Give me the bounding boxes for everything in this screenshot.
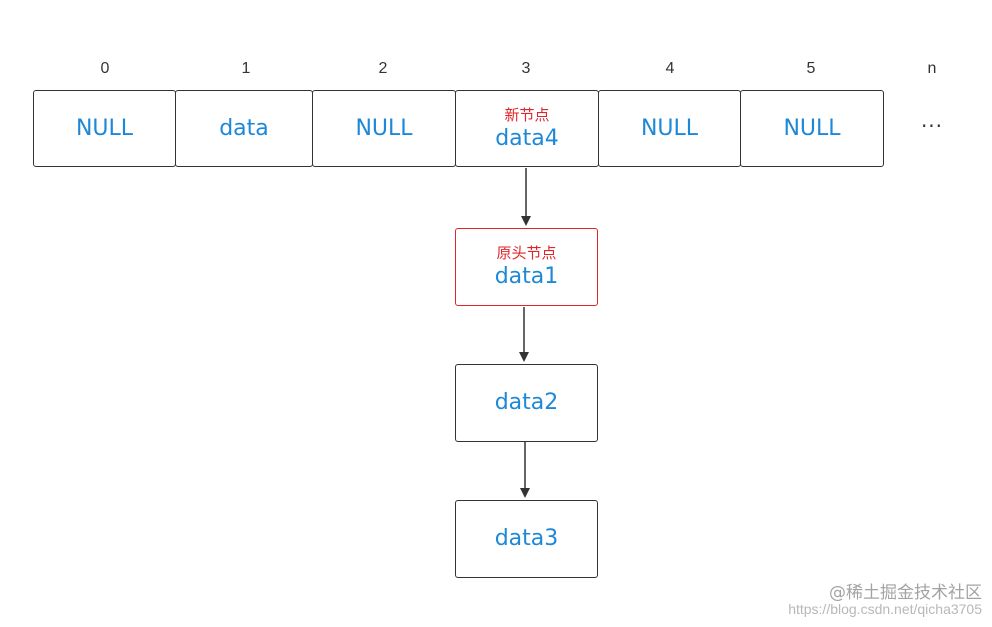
chain-node-data2: data2 — [455, 364, 598, 442]
array-index-2: 2 — [378, 60, 388, 77]
new-node-label: 新节点 — [504, 105, 550, 124]
array-cell-value: NULL — [355, 115, 413, 141]
array-index-3: 3 — [521, 60, 531, 77]
arrowhead-icon — [519, 352, 529, 362]
watermark: @稀土掘金技术社区 https://blog.csdn.net/qicha370… — [788, 583, 982, 618]
array-cell-5: NULL — [740, 90, 884, 167]
chain-node-data1: 原头节点 data1 — [455, 228, 598, 306]
watermark-url: https://blog.csdn.net/qicha3705 — [788, 601, 982, 617]
chain-node-data3: data3 — [455, 500, 598, 578]
arrow-array-to-data1 — [521, 168, 531, 226]
array-index-5: 5 — [806, 60, 816, 77]
array-cell-value: NULL — [75, 115, 134, 141]
array-index-0: 0 — [100, 60, 110, 77]
array-index-4: 4 — [665, 60, 675, 77]
array-cell-2: NULL — [312, 90, 456, 167]
array-cell-value: data — [219, 115, 269, 141]
old-head-label: 原头节点 — [496, 244, 557, 262]
array-ellipsis: ··· — [920, 114, 944, 138]
array-cell-0: NULL — [33, 90, 176, 167]
array-cell-value: data4 — [495, 125, 559, 151]
array-cell-4: NULL — [598, 90, 741, 167]
arrowhead-icon — [521, 216, 531, 226]
chain-node-value: data3 — [494, 526, 559, 551]
watermark-brand: @稀土掘金技术社区 — [829, 583, 982, 603]
array-index-1: 1 — [241, 60, 251, 77]
array-cell-value: NULL — [640, 115, 699, 141]
arrow-data1-to-data2 — [519, 307, 529, 362]
arrowhead-icon — [520, 488, 530, 498]
array-cell-1: data — [175, 90, 313, 167]
chain-node-value: data2 — [494, 390, 559, 415]
arrow-data2-to-data3 — [520, 442, 530, 498]
array-index-n: n — [927, 60, 937, 77]
array-cell-value: NULL — [783, 115, 841, 141]
array-cell-3: 新节点 data4 — [455, 90, 599, 167]
chain-node-value: data1 — [494, 264, 559, 289]
